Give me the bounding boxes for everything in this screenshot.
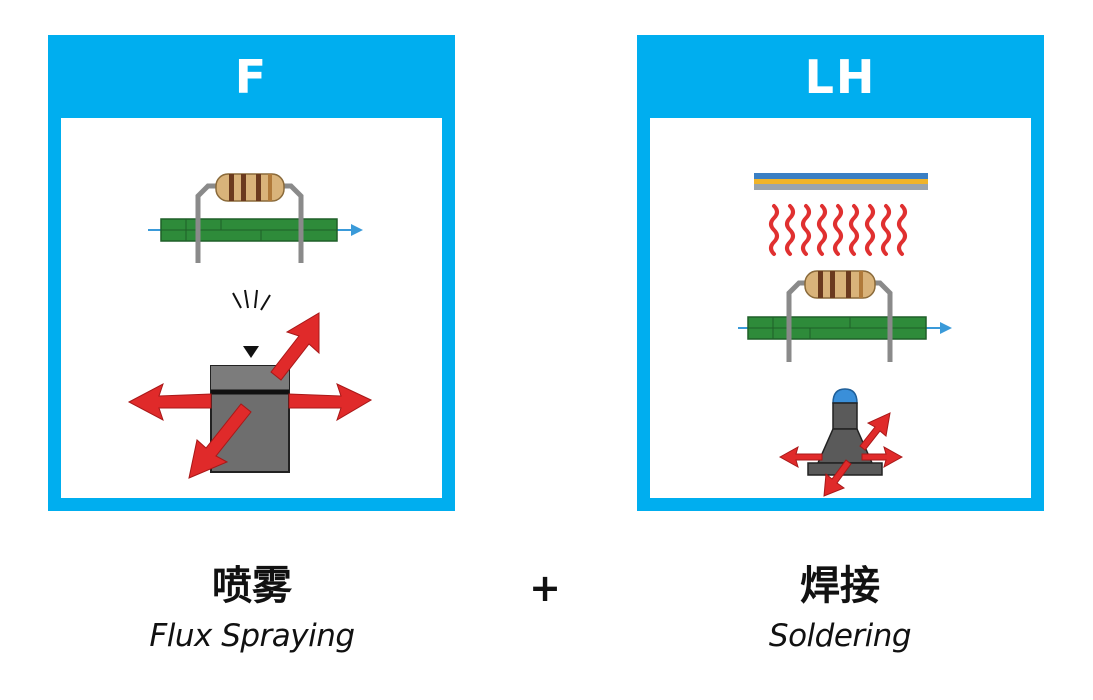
plus-operator: + [529, 566, 561, 610]
pcb-board-icon [160, 218, 338, 242]
motion-arrows-icon [127, 312, 373, 479]
pcb-board-icon [747, 316, 927, 340]
spray-burst-icon [232, 289, 271, 358]
flux-spraying-illustration [127, 173, 373, 479]
process-card-soldering: LH [637, 35, 1044, 511]
card-code-label: LH [804, 49, 877, 104]
caption-chinese: 焊接 [800, 562, 880, 609]
heater-bar-icon [754, 173, 928, 190]
caption-english: Soldering [768, 618, 912, 654]
motion-arrows-icon [778, 412, 904, 497]
process-card-flux: F [48, 35, 455, 511]
caption-english: Flux Spraying [149, 618, 355, 654]
heat-waves-icon [769, 204, 907, 256]
resistor-component-icon [195, 173, 304, 263]
card-code-label: F [234, 49, 269, 104]
spray-nozzle-icon [210, 365, 290, 473]
card-illustration-area [61, 118, 442, 498]
caption-flux-spraying: 喷雾 Flux Spraying [102, 560, 402, 660]
resistor-component-icon [786, 270, 893, 362]
caption-soldering: 焊接 Soldering [690, 560, 990, 660]
card-illustration-area [650, 118, 1031, 498]
solder-nozzle-icon [807, 388, 883, 476]
soldering-illustration [738, 173, 952, 497]
caption-chinese: 喷雾 [212, 562, 292, 609]
